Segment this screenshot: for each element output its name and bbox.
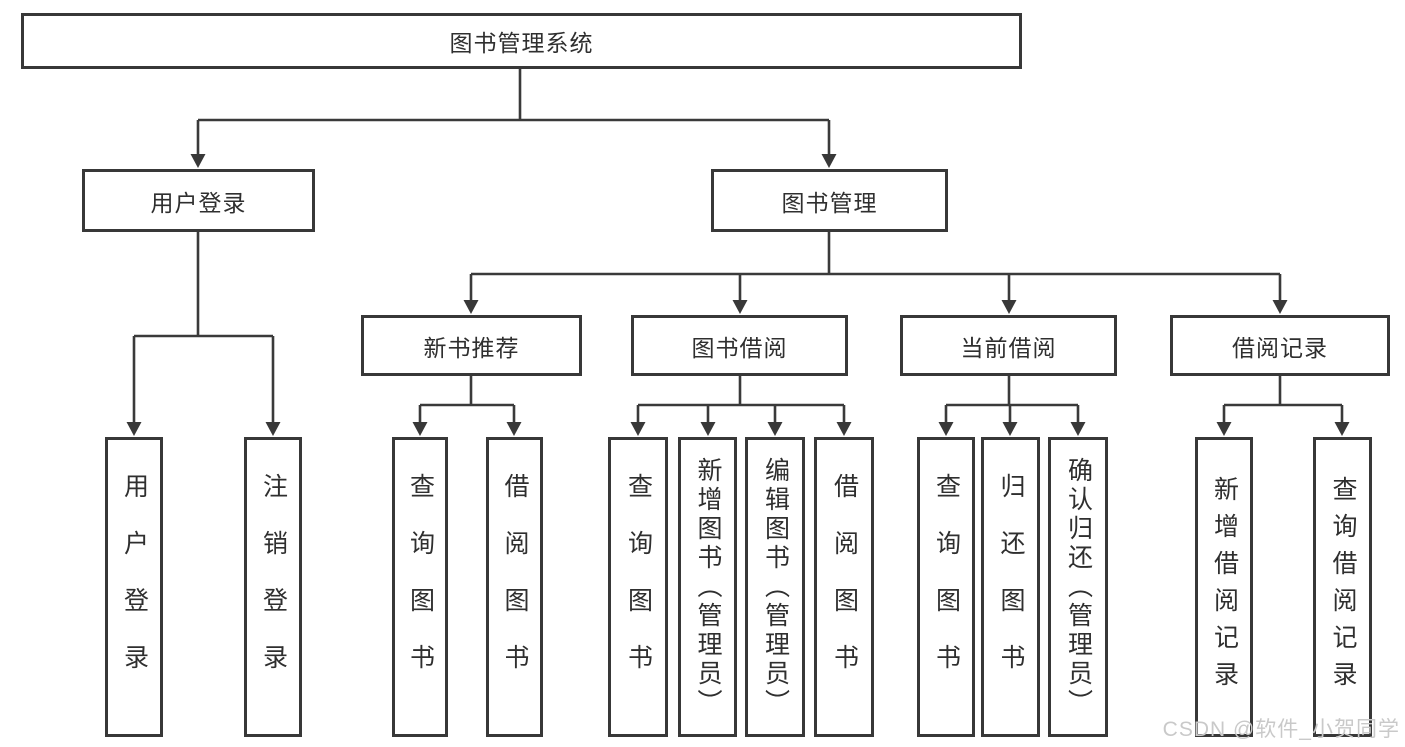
node-book-borrowing: 图书借阅 <box>631 315 848 376</box>
leaf-edit-books-admin: 编辑图书（管理员） <box>745 437 805 737</box>
node-label: 新增借阅记录 <box>1210 476 1239 698</box>
node-label: 注销登录 <box>259 473 288 701</box>
node-library-management-system: 图书管理系统 <box>21 13 1022 69</box>
node-label: 当前借阅 <box>960 334 1057 361</box>
leaf-query-books: 查询图书 <box>917 437 975 737</box>
arrowhead-icon <box>938 422 954 436</box>
arrowhead-icon <box>412 422 428 436</box>
node-label: 编辑图书（管理员） <box>761 456 790 718</box>
connector-path <box>132 69 1344 426</box>
arrowhead-icon <box>1216 422 1232 436</box>
csdn-watermark: CSDN @软件_小贺同学 <box>1162 718 1400 741</box>
leaf-borrow-books: 借阅图书 <box>814 437 874 737</box>
arrowhead-icon <box>1272 300 1288 314</box>
arrowhead-icon <box>630 422 646 436</box>
leaf-query-books: 查询图书 <box>608 437 668 737</box>
arrowhead-icon <box>1334 422 1350 436</box>
leaf-query-books: 查询图书 <box>392 437 448 737</box>
leaf-add-borrow-record: 新增借阅记录 <box>1195 437 1253 737</box>
arrowhead-icon <box>700 422 716 436</box>
node-label: 查询图书 <box>406 473 435 701</box>
node-label: 图书管理 <box>781 189 878 216</box>
arrowhead-icon <box>1001 300 1017 314</box>
arrowhead-icon <box>126 422 142 436</box>
arrowhead-icon <box>1070 422 1086 436</box>
leaf-user-login: 用户登录 <box>105 437 163 737</box>
node-label: 用户登录 <box>120 473 149 701</box>
node-label: 新书推荐 <box>423 334 520 361</box>
node-borrowing-records: 借阅记录 <box>1170 315 1390 376</box>
arrowhead-icon <box>463 300 479 314</box>
arrowhead-icon <box>506 422 522 436</box>
node-label: 查询图书 <box>932 473 961 701</box>
node-book-management: 图书管理 <box>711 169 948 232</box>
node-label: 用户登录 <box>150 189 247 216</box>
leaf-logout: 注销登录 <box>244 437 302 737</box>
arrowhead-icon <box>836 422 852 436</box>
leaf-confirm-return-admin: 确认归还（管理员） <box>1048 437 1108 737</box>
arrowhead-icon <box>190 154 206 168</box>
arrowhead-icon <box>767 422 783 436</box>
node-current-borrowing: 当前借阅 <box>900 315 1117 376</box>
leaf-return-books: 归还图书 <box>981 437 1040 737</box>
node-label: 借阅记录 <box>1232 334 1328 361</box>
node-label: 归还图书 <box>997 473 1025 701</box>
arrowhead-icon <box>1002 422 1018 436</box>
node-label: 借阅图书 <box>501 473 529 701</box>
node-label: 查询图书 <box>624 473 653 701</box>
leaf-add-books-admin: 新增图书（管理员） <box>678 437 737 737</box>
node-label: 确认归还（管理员） <box>1064 456 1093 718</box>
leaf-borrow-books: 借阅图书 <box>486 437 543 737</box>
node-label: 查询借阅记录 <box>1329 476 1357 698</box>
arrowhead-icon <box>265 422 281 436</box>
arrowhead-icon <box>732 300 748 314</box>
node-label: 图书管理系统 <box>449 30 594 56</box>
node-label: 新增图书（管理员） <box>694 456 722 718</box>
arrowhead-icon <box>821 154 837 168</box>
node-new-book-recommendation: 新书推荐 <box>361 315 582 376</box>
node-label: 借阅图书 <box>830 473 859 701</box>
node-user-login: 用户登录 <box>82 169 315 232</box>
node-label: 图书借阅 <box>691 334 788 361</box>
leaf-query-borrow-record: 查询借阅记录 <box>1313 437 1372 737</box>
